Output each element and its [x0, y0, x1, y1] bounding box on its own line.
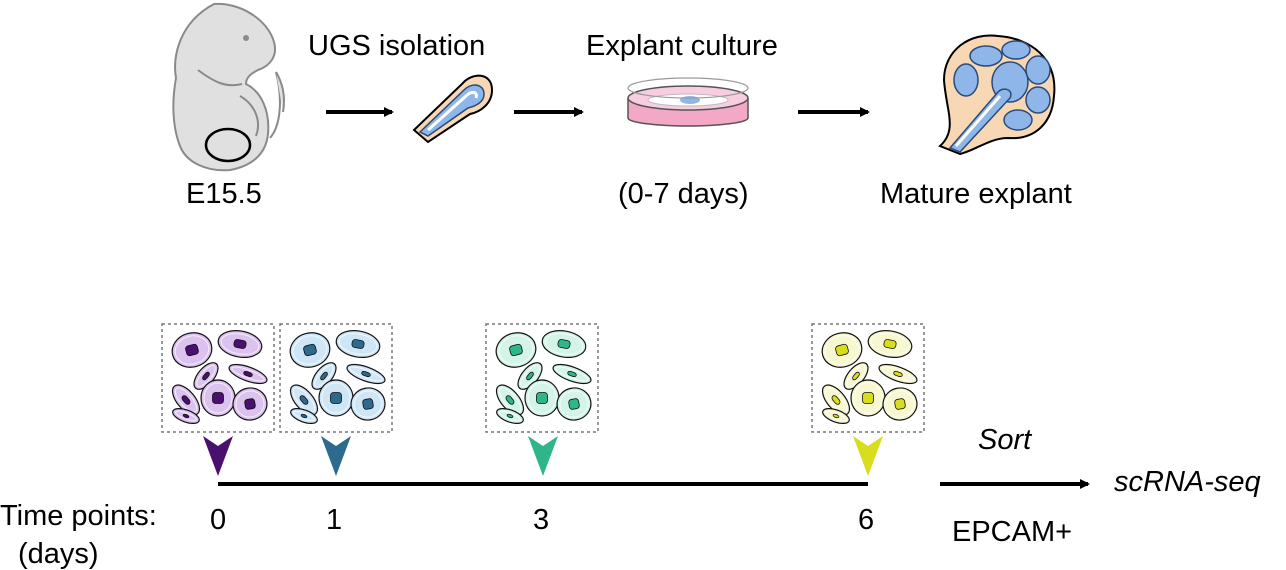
timepoint-marker-day-6	[853, 436, 883, 476]
embryo-caption: E15.5	[186, 178, 262, 210]
day-label-3: 3	[533, 504, 550, 536]
culture-duration-caption: (0-7 days)	[618, 178, 749, 210]
time-points-unit: (days)	[18, 538, 99, 570]
day-label-6: 6	[858, 504, 875, 536]
sort-label: Sort	[978, 424, 1032, 456]
timepoint-marker-day-0	[203, 436, 233, 476]
day-label-1: 1	[326, 504, 343, 536]
time-points-label: Time points:	[0, 500, 157, 532]
scrna-seq-label: scRNA-seq	[1114, 466, 1261, 498]
day-label-0: 0	[210, 504, 227, 536]
ugs-isolation-caption: UGS isolation	[308, 30, 486, 62]
mature-explant-caption: Mature explant	[880, 178, 1072, 210]
embryo-illustration	[172, 2, 286, 172]
petri-dish-illustration	[627, 77, 749, 127]
cell-panel-day-0	[161, 323, 275, 433]
ugs-illustration	[412, 74, 494, 144]
timepoint-marker-day-3	[528, 436, 558, 476]
timepoint-marker-day-1	[321, 436, 351, 476]
cell-panel-day-3	[485, 323, 599, 433]
mature-explant-illustration	[938, 34, 1056, 156]
epcam-label: EPCAM+	[952, 516, 1073, 548]
explant-culture-caption: Explant culture	[586, 30, 778, 62]
cell-panel-day-1	[279, 323, 393, 433]
cell-panel-day-6	[811, 323, 925, 433]
